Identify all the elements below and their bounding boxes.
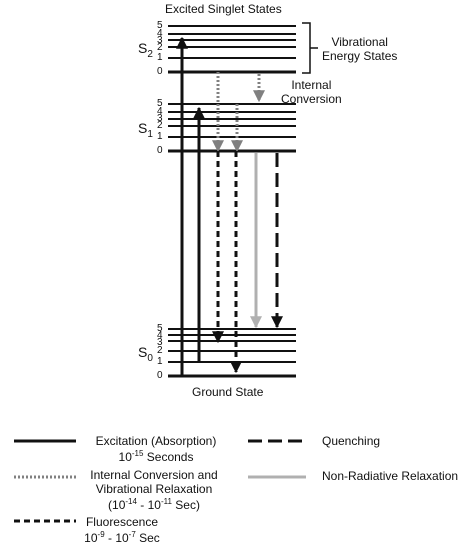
s0-num-5: 5 bbox=[157, 323, 163, 334]
internal-conversion-line2: Conversion bbox=[281, 91, 342, 106]
s0-num-2: 2 bbox=[157, 345, 163, 356]
s2-num-3: 3 bbox=[157, 35, 163, 46]
legend-internal-conversion-label: Internal Conversion and Vibrational Rela… bbox=[82, 468, 226, 512]
s2-num-4: 4 bbox=[157, 28, 163, 39]
vibrational-energy-label: Vibrational Energy States bbox=[322, 35, 398, 64]
s2-num-1: 1 bbox=[157, 52, 163, 63]
s0-num-1: 1 bbox=[157, 356, 163, 367]
vibrational-label-line2: Energy States bbox=[322, 48, 398, 63]
legend-fluorescence-line1: Fluorescence bbox=[85, 515, 159, 529]
s0-levels bbox=[168, 328, 296, 378]
vibrational-label-line1: Vibrational bbox=[331, 35, 388, 49]
s2-num-0: 0 bbox=[157, 66, 163, 77]
ground-state-label: Ground State bbox=[192, 385, 264, 399]
legend-excitation-time: 10-15 Seconds bbox=[118, 448, 194, 464]
legend-non-radiative-label: Non-Radiative Relaxation bbox=[322, 469, 459, 483]
legend-fluorescence-label: Fluorescence 10-9 - 10-7 Sec bbox=[78, 515, 166, 546]
vibrational-bracket bbox=[302, 22, 318, 74]
s2-levels bbox=[168, 25, 296, 74]
s0-num-3: 3 bbox=[157, 337, 163, 348]
internal-conversion-line1: Internal bbox=[291, 78, 332, 92]
s1-num-5: 5 bbox=[157, 98, 163, 109]
diagram-title: Excited Singlet States bbox=[165, 2, 282, 16]
state-label-s2: S2 bbox=[138, 40, 153, 60]
state-label-s0: S0 bbox=[138, 344, 153, 364]
internal-conversion-label: Internal Conversion bbox=[281, 78, 342, 107]
s1-num-4: 4 bbox=[157, 106, 163, 117]
s0-num-4: 4 bbox=[157, 330, 163, 341]
legend-fluorescence-time: 10-9 - 10-7 Sec bbox=[84, 529, 160, 545]
legend-ic-line2: Vibrational Relaxation bbox=[95, 481, 213, 496]
s0-num-0: 0 bbox=[157, 370, 163, 381]
legend-ic-time: (10-14 - 10-11 Sec) bbox=[108, 496, 200, 512]
s1-num-3: 3 bbox=[157, 113, 163, 124]
legend-excitation-line1: Excitation (Absorption) bbox=[95, 434, 217, 448]
s1-num-2: 2 bbox=[157, 120, 163, 131]
legend-quenching-label: Quenching bbox=[322, 434, 381, 448]
s1-num-0: 0 bbox=[157, 145, 163, 156]
s2-num-5: 5 bbox=[157, 20, 163, 31]
legend-excitation-label: Excitation (Absorption) 10-15 Seconds bbox=[88, 434, 224, 465]
s1-num-1: 1 bbox=[157, 131, 163, 142]
s1-levels bbox=[168, 103, 296, 153]
legend-ic-line1: Internal Conversion and bbox=[90, 468, 218, 482]
state-label-s1: S1 bbox=[138, 120, 153, 140]
s2-num-2: 2 bbox=[157, 42, 163, 53]
